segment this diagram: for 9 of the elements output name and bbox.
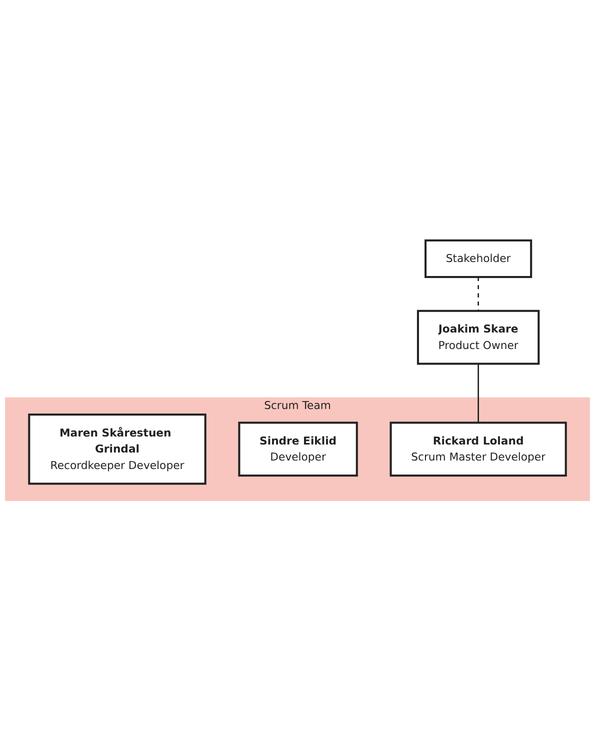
node-box: [390, 422, 567, 478]
connector: [478, 364, 479, 424]
cluster: [5, 398, 590, 502]
node-box: [28, 414, 206, 486]
node-box: [238, 422, 358, 478]
connector: [478, 277, 479, 312]
team-diagram: Scrum Team Stakeholder Joakim Skare Product Owner Maren Skårestuen Grindal Recordkeeper Developer Sindre Eiklid Developer Rickard Loland Scrum Master Developer: [0, 235, 595, 507]
node-box: [424, 240, 532, 278]
node-box: [416, 310, 540, 366]
